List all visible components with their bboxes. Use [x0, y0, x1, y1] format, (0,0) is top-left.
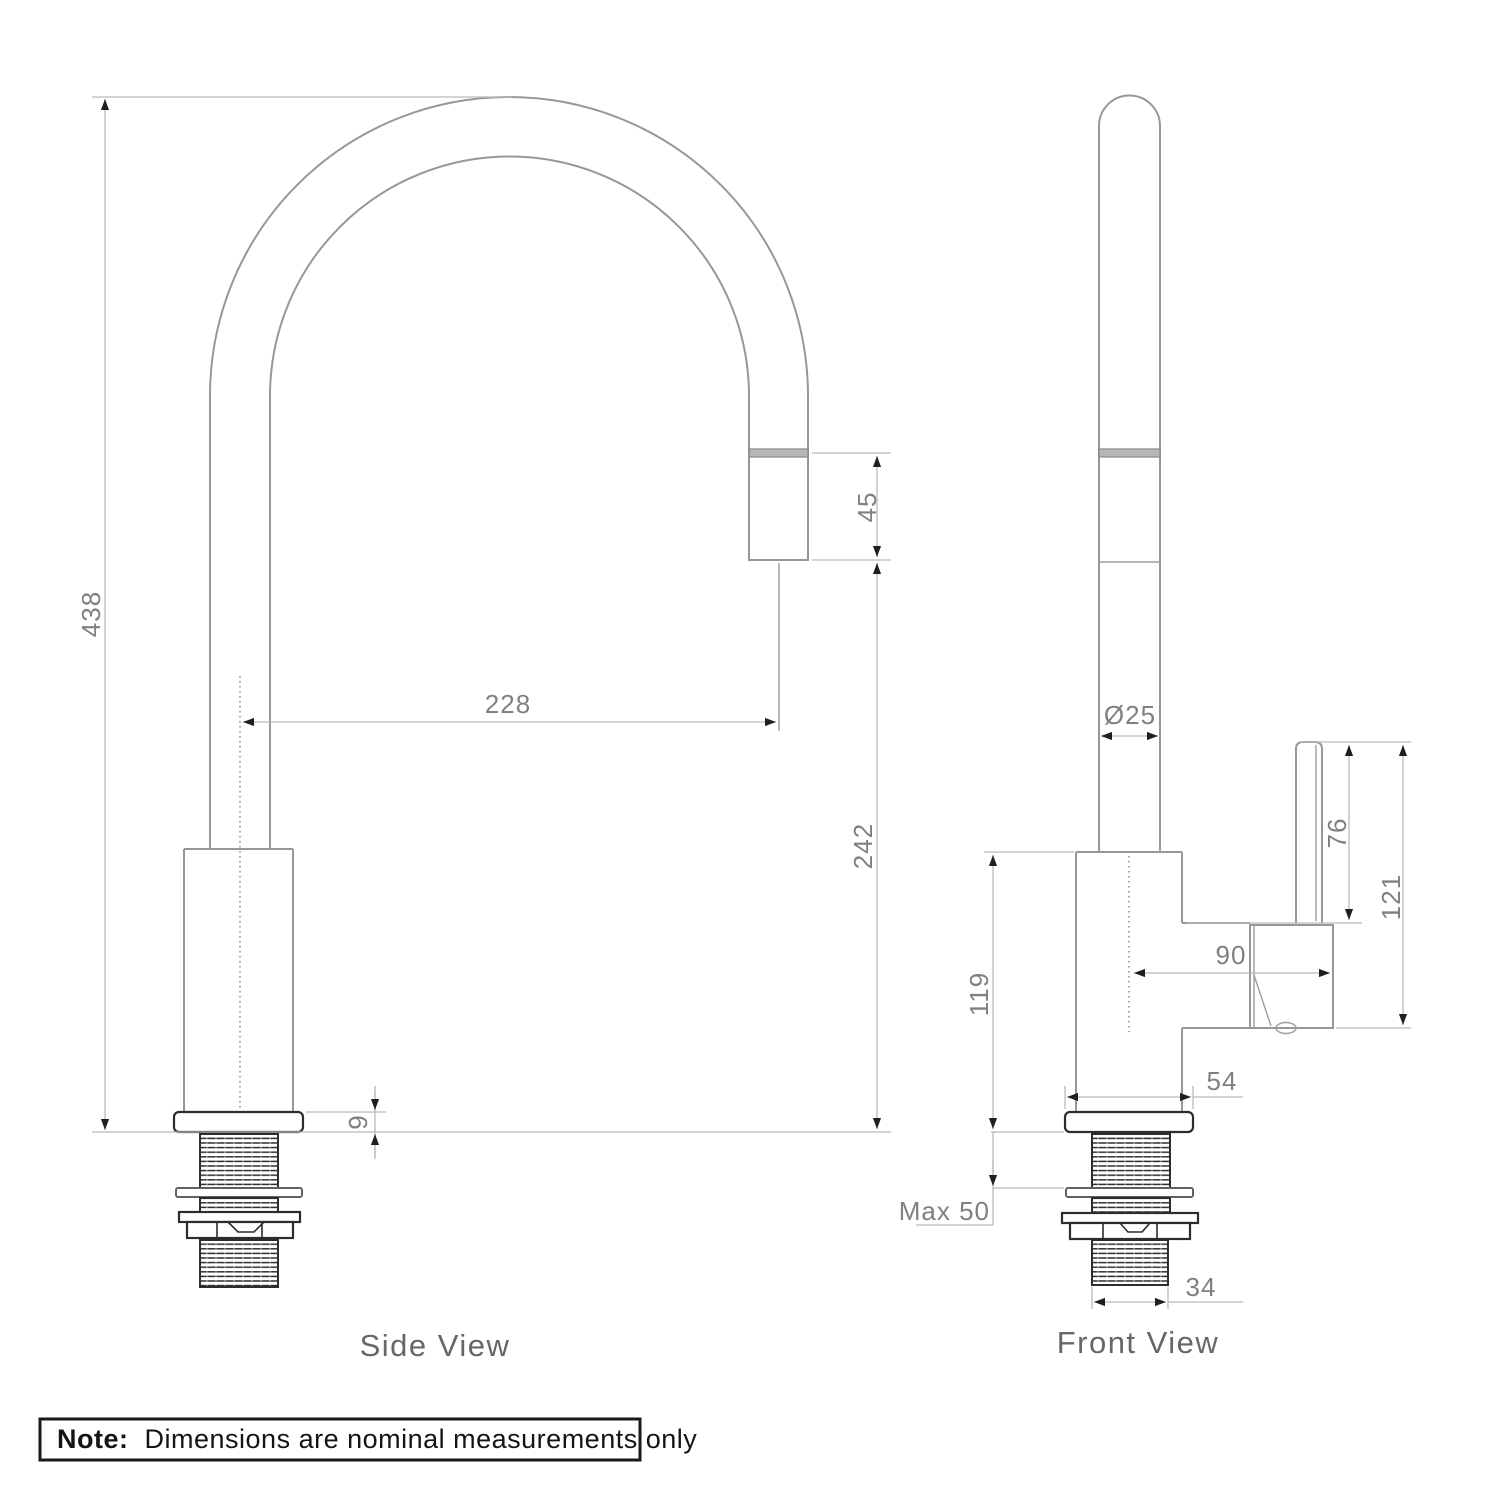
handle-base-indicator [1275, 1021, 1297, 1035]
dim-text-body-height: 119 [964, 972, 994, 1016]
dim-text-base-width: 54 [1207, 1066, 1238, 1096]
side-nut-facets [216, 1221, 265, 1238]
dim-text-spout-diameter: Ø25 [1104, 700, 1156, 730]
side-nut-body [185, 1220, 295, 1240]
note-text: Note: Dimensions are nominal measurement… [57, 1424, 697, 1454]
side-view: 438 228 45 242 9 Side View [76, 96, 891, 1363]
dim-text-spout-reach: 228 [485, 689, 531, 719]
front-sprayer-joint-band [1098, 448, 1161, 458]
side-sprayer-joint-band [748, 448, 809, 458]
dim-text-shank-diameter: 34 [1186, 1272, 1217, 1302]
side-threaded-shank-upper [199, 1133, 279, 1189]
front-threaded-shank-lower [1091, 1239, 1169, 1286]
front-nut-body [1068, 1221, 1192, 1241]
dim-text-lever-length: 76 [1322, 818, 1352, 849]
side-threaded-shank-middle [199, 1197, 279, 1214]
handle-pivot-diagonal [1253, 974, 1272, 1027]
dim-text-aerator-length: 45 [852, 492, 882, 523]
handle-lever [1295, 741, 1323, 923]
front-mounting-nut [1060, 1211, 1200, 1241]
front-view: Ø25 76 121 90 119 Max 50 54 34 Front Vie… [899, 94, 1411, 1360]
handle-base-block [1249, 924, 1334, 1029]
side-body-outline [183, 848, 294, 1112]
note-border [38, 1417, 642, 1462]
handle-assembly [1249, 741, 1334, 1035]
dim-text-handle-reach: 90 [1216, 940, 1247, 970]
side-threaded-shank-lower [199, 1239, 279, 1288]
front-threaded-shank-upper [1091, 1133, 1171, 1189]
side-view-label: Side View [360, 1328, 511, 1363]
side-mounting-nut [177, 1210, 302, 1240]
dim-text-overall-height: 438 [76, 591, 106, 637]
front-view-label: Front View [1057, 1325, 1220, 1360]
note-box: Note: Dimensions are nominal measurement… [38, 1417, 697, 1462]
side-deck-plate [172, 1110, 305, 1134]
dim-text-base-thickness: 9 [343, 1114, 373, 1129]
front-threaded-shank-middle [1091, 1197, 1171, 1214]
front-mounting-washer [1065, 1187, 1194, 1198]
dim-text-spout-clearance: 242 [848, 823, 878, 869]
front-spout-tube-outline [1098, 94, 1161, 852]
side-nut-flange [177, 1210, 302, 1224]
front-nut-facets [1102, 1222, 1158, 1239]
side-gooseneck-spout-outline [209, 96, 809, 849]
note-body: Dimensions are nominal measurements only [145, 1424, 698, 1454]
front-nut-flange [1060, 1211, 1200, 1225]
side-mounting-washer [175, 1187, 303, 1198]
front-deck-plate [1063, 1110, 1195, 1134]
note-prefix: Note: [57, 1424, 129, 1454]
dim-text-max-bench-thickness: Max 50 [899, 1196, 990, 1226]
dim-text-handle-height: 121 [1376, 874, 1406, 920]
